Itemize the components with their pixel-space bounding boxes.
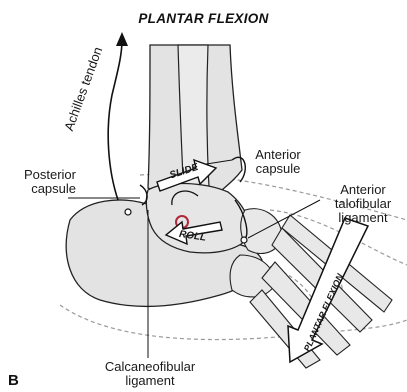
posterior-capsule-point xyxy=(125,209,131,215)
diagram-title: PLANTAR FLEXION xyxy=(0,11,407,26)
panel-letter: B xyxy=(8,372,19,389)
posterior-capsule-label: Posterior capsule xyxy=(2,168,76,196)
achilles-arrowhead xyxy=(116,32,128,46)
anterior-talofibular-ligament-label: Anterior talofibular ligament xyxy=(320,183,406,225)
achilles-tendon-line xyxy=(108,40,122,200)
anterior-capsule-label: Anterior capsule xyxy=(248,148,308,176)
calcaneofibular-ligament-label: Calcaneofibular ligament xyxy=(90,360,210,388)
anterior-talofibular-point xyxy=(241,237,247,243)
